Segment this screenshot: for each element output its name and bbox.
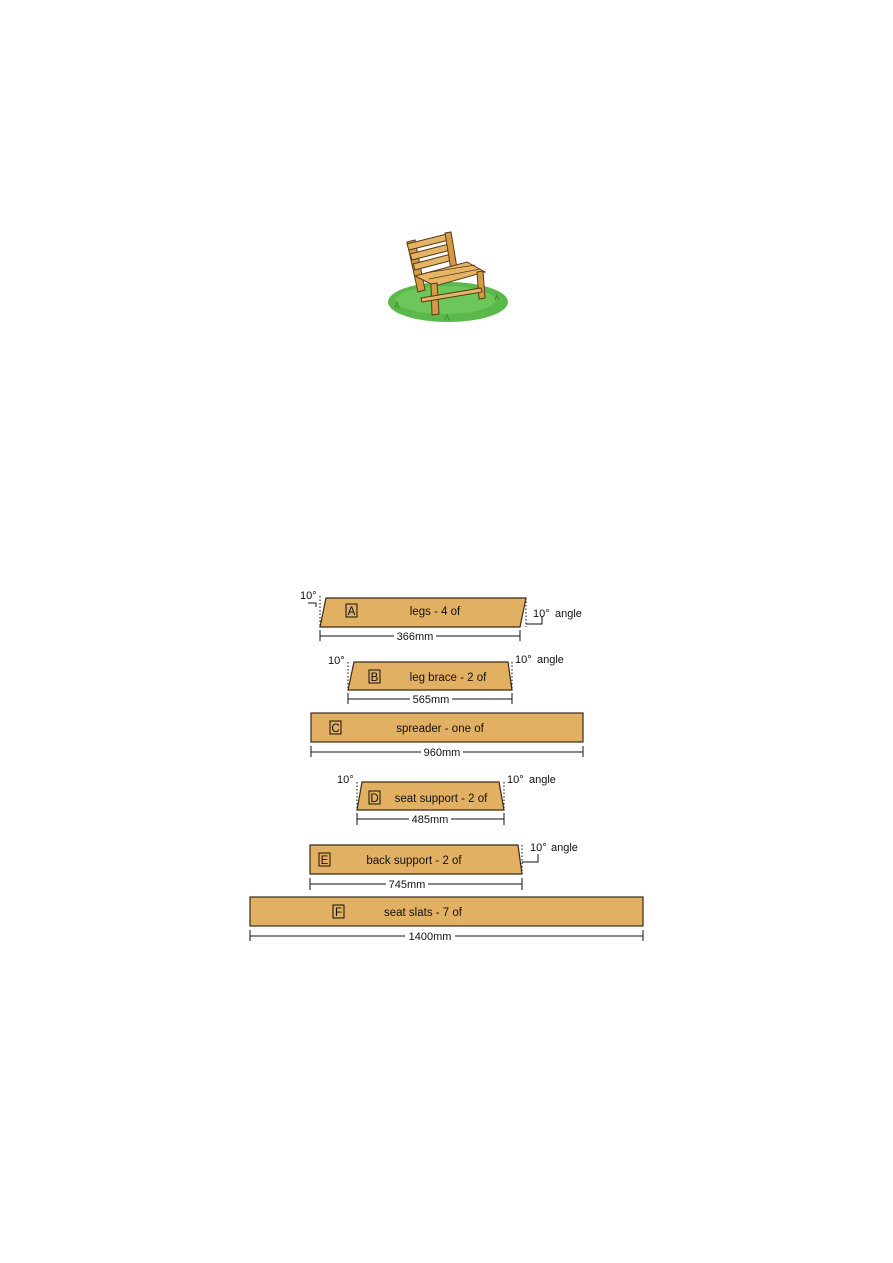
letter-f: F	[335, 907, 342, 919]
part-f-seat-slats: F seat slats - 7 of 1400mm	[249, 896, 644, 943]
part-d-seat-support: D seat support - 2 of 10° 10° angle 485m…	[337, 774, 556, 826]
letter-box-e	[318, 852, 331, 867]
dimension-e: 745mm	[389, 879, 426, 891]
right-angle-a: 10°	[533, 608, 550, 620]
right-angle-suffix-e: angle	[551, 842, 578, 854]
label-c: spreader - one of	[396, 723, 484, 735]
letter-box-c	[329, 720, 342, 735]
right-angle-suffix-a: angle	[555, 608, 582, 620]
dimension-c: 960mm	[424, 747, 461, 759]
left-angle-d: 10°	[337, 774, 354, 786]
part-a-legs: A legs - 4 of 10° 10° angle 366mm	[300, 590, 582, 643]
letter-c: C	[331, 723, 339, 735]
letter-d: D	[370, 793, 378, 805]
letter-a: A	[348, 606, 356, 618]
board-f	[249, 896, 644, 927]
board-a	[319, 597, 527, 628]
board-c	[310, 712, 584, 743]
right-angle-suffix-d: angle	[529, 774, 556, 786]
left-angle-b: 10°	[328, 655, 345, 667]
left-angle-a: 10°	[300, 590, 317, 602]
part-e-back-support: E back support - 2 of 10° angle 745mm	[309, 842, 578, 891]
garden-bench-icon	[388, 231, 508, 322]
dimension-b: 565mm	[413, 694, 450, 706]
dimension-a: 366mm	[397, 631, 434, 643]
right-angle-d: 10°	[507, 774, 524, 786]
dimension-d: 485mm	[412, 814, 449, 826]
board-b	[347, 661, 513, 691]
label-b: leg brace - 2 of	[410, 672, 488, 684]
label-f: seat slats - 7 of	[384, 907, 463, 919]
dimension-f: 1400mm	[409, 931, 452, 943]
right-angle-suffix-b: angle	[537, 654, 564, 666]
letter-b: B	[371, 672, 379, 684]
letter-e: E	[321, 855, 329, 867]
letter-box-a	[345, 603, 358, 618]
label-d: seat support - 2 of	[395, 793, 488, 805]
label-a: legs - 4 of	[410, 606, 461, 618]
board-d	[356, 781, 505, 811]
letter-box-d	[368, 790, 381, 805]
right-angle-b: 10°	[515, 654, 532, 666]
part-b-leg-brace: B leg brace - 2 of 10° 10° angle 565mm	[328, 654, 564, 706]
label-e: back support - 2 of	[366, 855, 462, 867]
letter-box-f	[332, 904, 345, 919]
right-angle-e: 10°	[530, 842, 547, 854]
letter-box-b	[368, 669, 381, 684]
bench-illustration	[388, 231, 508, 322]
part-c-spreader: C spreader - one of 960mm	[310, 712, 584, 759]
